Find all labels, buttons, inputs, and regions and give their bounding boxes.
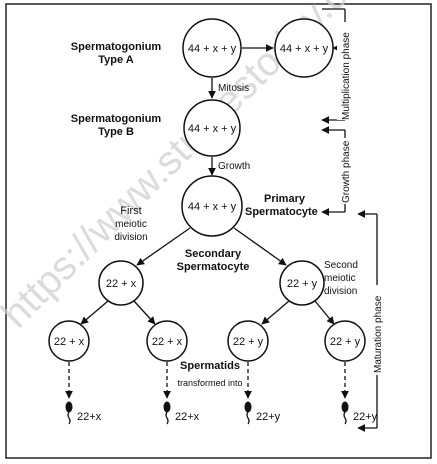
cell-secondary-x: 22 + x [98, 260, 144, 306]
label-spermatogonium-b-1: Spermatogonium [71, 113, 162, 125]
sperm-label-3: 22+y [256, 411, 281, 423]
sperm-label-2: 22+x [175, 411, 200, 423]
label-spermatogonium-a-2: Type A [98, 54, 134, 66]
bracket-multiplication-label-bg [337, 22, 353, 120]
label-second-meiotic-1: Second [324, 260, 358, 271]
label-growth: Growth [218, 161, 250, 172]
phase-maturation: Maturation phase [373, 295, 384, 373]
cell-spermatid-3: 22 + y [227, 320, 269, 362]
sperm-label-4: 22+y [353, 411, 378, 423]
cell-secondary-y: 22 + y [279, 260, 325, 306]
phase-growth: Growth phase [341, 140, 352, 203]
label-second-meiotic-2: meiotic [324, 273, 356, 284]
arrow-primary-to-secondary-x [136, 227, 191, 266]
label-spermatids: Spermatids [180, 360, 240, 372]
cell-spermatogonium-b: 44 + x + y [183, 99, 241, 157]
arrow-primary-to-secondary-y [233, 227, 287, 266]
label-first-meiotic-3: division [114, 232, 147, 243]
bracket-maturation-label-bg [369, 285, 385, 375]
cell-spermatid-1: 22 + x [48, 320, 90, 362]
label-primary-2: Spermatocyte [245, 206, 318, 218]
cell-spermatogonium-a-copy: 44 + x + y [274, 18, 334, 78]
sperm-icon [65, 401, 73, 425]
label-second-meiotic-3: division [324, 286, 357, 297]
phase-multiplication: Multiplication phase [341, 32, 352, 120]
cell-label: 22 + x [106, 278, 137, 290]
cell-label: 22 + x [152, 336, 183, 348]
label-spermatogonium-b-2: Type B [98, 126, 134, 138]
cell-spermatid-2: 22 + x [146, 320, 188, 362]
sperm-icon [244, 401, 252, 425]
label-mitosis: Mitosis [218, 83, 249, 94]
cell-label: 22 + y [330, 336, 361, 348]
cell-label: 44 + x + y [188, 43, 237, 55]
sperm-icon [163, 401, 171, 425]
cell-label: 22 + x [54, 336, 85, 348]
sperm-label-1: 22+x [77, 411, 102, 423]
arrow-secx-to-spermatid-2 [133, 300, 156, 325]
label-primary-1: Primary [264, 193, 306, 205]
diagram-border [5, 3, 432, 459]
cell-primary-spermatocyte: 44 + x + y [181, 175, 243, 237]
cell-label: 44 + x + y [188, 123, 237, 135]
cell-label: 22 + y [233, 336, 264, 348]
arrow-secy-to-spermatid-3 [261, 300, 290, 325]
cell-spermatogonium-a: 44 + x + y [182, 18, 242, 78]
label-secondary-2: Spermatocyte [177, 261, 250, 273]
label-first-meiotic-2: meiotic [115, 219, 147, 230]
label-transformed-into: transformed into [177, 378, 242, 388]
arrow-secy-to-spermatid-4 [314, 300, 335, 325]
cell-label: 22 + y [287, 278, 318, 290]
arrow-secx-to-spermatid-1 [80, 300, 109, 325]
cell-label: 44 + x + y [280, 43, 329, 55]
cell-spermatid-4: 22 + y [324, 320, 366, 362]
label-first-meiotic-1: First [120, 205, 141, 217]
cell-label: 44 + x + y [188, 201, 237, 213]
label-spermatogonium-a-1: Spermatogonium [71, 41, 162, 53]
label-secondary-1: Secondary [185, 248, 242, 260]
sperm-icon [341, 401, 349, 425]
bracket-growth-label-bg [337, 138, 353, 204]
